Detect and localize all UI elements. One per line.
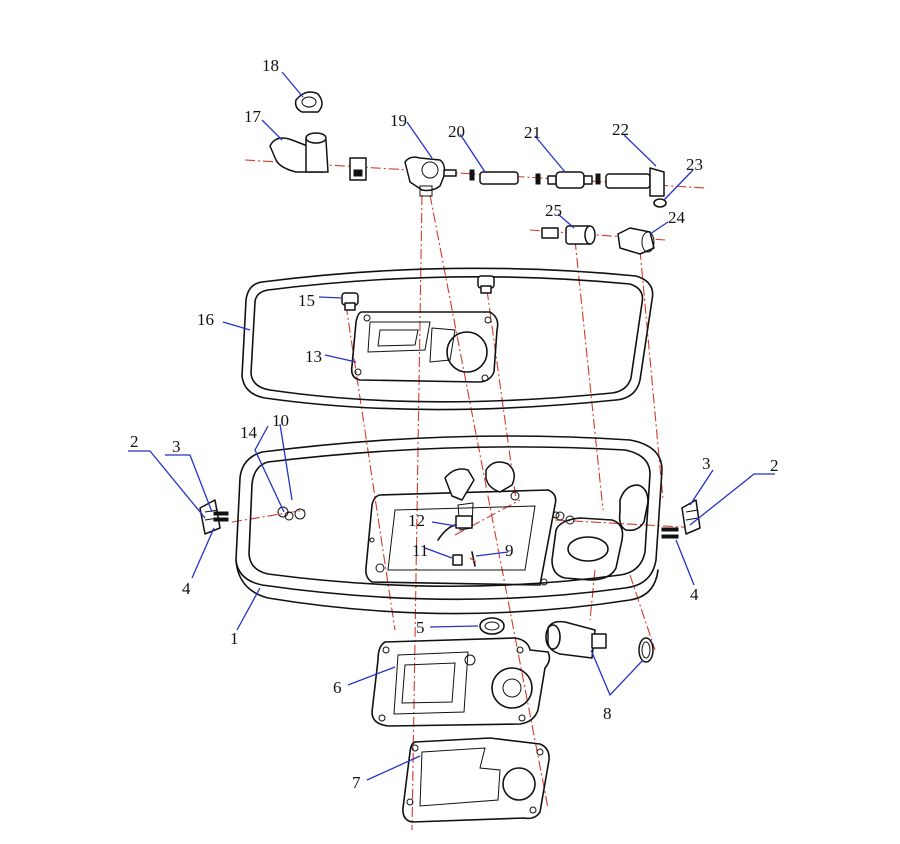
callout-labels: 1 2 2 3 3 4 4 5 6 7 8 9 10 11 12 13 14 1… (130, 56, 779, 792)
callout-5: 5 (416, 618, 425, 637)
callout-6: 6 (333, 678, 342, 697)
callout-23: 23 (686, 155, 703, 174)
assembly-axis-lines (231, 159, 706, 831)
part-5-oring (479, 617, 505, 635)
part-6-base-plate (371, 637, 551, 727)
part-16-top-gasket (241, 267, 654, 411)
callout-11: 11 (412, 541, 428, 560)
part-connector-left (349, 157, 367, 181)
part-15-plug (341, 275, 495, 311)
callout-4-left: 4 (182, 579, 191, 598)
part-25-fitting (541, 225, 596, 245)
callout-8: 8 (603, 704, 612, 723)
part-23-oring (653, 198, 667, 208)
callout-9: 9 (505, 541, 514, 560)
callout-12: 12 (408, 511, 425, 530)
part-18-clamp (294, 91, 323, 113)
part-20-hose (469, 169, 519, 185)
callout-22: 22 (612, 120, 629, 139)
callout-20: 20 (448, 122, 465, 141)
callout-14: 14 (240, 423, 258, 442)
part-2-3-4-latch-left (199, 499, 306, 535)
callout-18: 18 (262, 56, 279, 75)
callout-7: 7 (352, 773, 361, 792)
callout-21: 21 (524, 123, 541, 142)
part-8-fittings (545, 620, 654, 663)
callout-15: 15 (298, 291, 315, 310)
callout-13: 13 (305, 347, 322, 366)
callout-4-right: 4 (690, 585, 699, 604)
part-1-housing (235, 435, 663, 615)
part-24-primer-bulb (617, 227, 655, 255)
part-7-gasket (402, 737, 550, 823)
callout-3-left: 3 (172, 437, 181, 456)
part-9-11-12-small-parts (437, 515, 477, 567)
callout-3-right: 3 (702, 454, 711, 473)
callout-25: 25 (545, 201, 562, 220)
callout-2-left: 2 (130, 432, 139, 451)
callout-24: 24 (668, 208, 686, 227)
callout-19: 19 (390, 111, 407, 130)
part-21-filter (535, 171, 601, 189)
callout-10: 10 (272, 411, 289, 430)
callout-2-right: 2 (770, 456, 779, 475)
callout-1: 1 (230, 629, 239, 648)
part-22-hose-elbow (605, 167, 665, 197)
part-17-elbow-hose (269, 132, 329, 173)
part-19-valve (404, 156, 457, 197)
part-13-plate (350, 311, 499, 383)
callout-16: 16 (197, 310, 214, 329)
leader-lines (128, 71, 775, 781)
callout-17: 17 (244, 107, 262, 126)
